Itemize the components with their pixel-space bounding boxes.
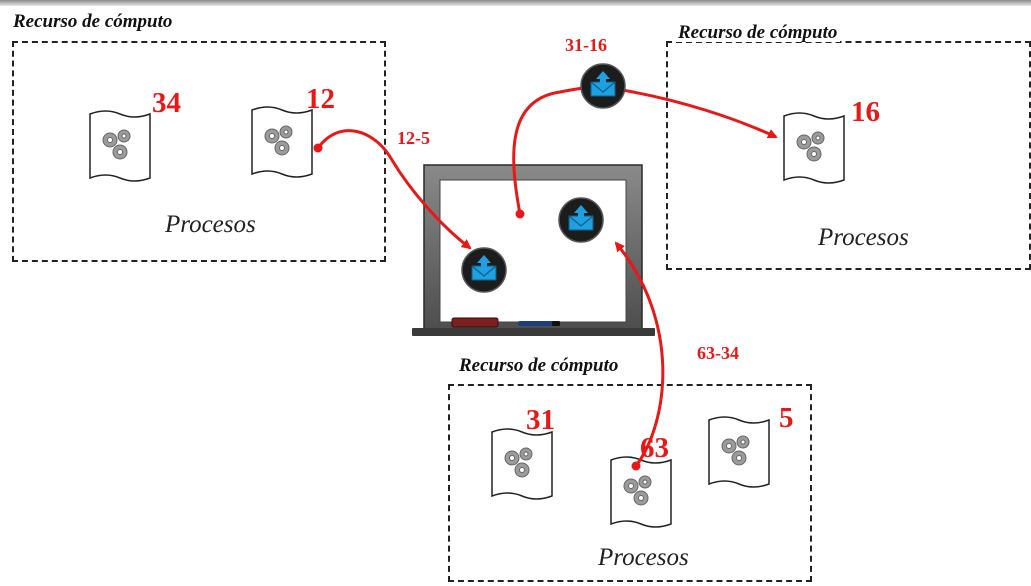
envelope-upload-icon <box>558 197 604 243</box>
process-id-34: 34 <box>152 87 181 119</box>
message-label-31-16: 31-16 <box>565 35 607 55</box>
gears-icon <box>623 475 652 506</box>
message-arrow-12-5 <box>313 129 472 250</box>
gears-icon <box>721 435 750 466</box>
whiteboard-icon <box>412 164 655 336</box>
process-id-31: 31 <box>526 404 555 436</box>
process-id-12: 12 <box>306 83 335 115</box>
gears-icon <box>264 125 293 156</box>
envelope-upload-icon <box>580 63 626 109</box>
processes-label-top-left: Procesos <box>165 211 256 238</box>
envelope-upload-icon <box>461 247 507 293</box>
resource-title-top-left: Recurso de cómputo <box>10 12 176 31</box>
process-icon-34 <box>89 110 151 182</box>
resource-box-top-right <box>666 41 1031 270</box>
message-label-12-5: 12-5 <box>397 128 430 148</box>
message-label-63-34: 63-34 <box>697 343 739 363</box>
message-arrow-31-16 <box>512 85 778 219</box>
resource-title-bottom: Recurso de cómputo <box>456 356 622 375</box>
process-id-16: 16 <box>851 96 880 128</box>
top-border <box>0 0 1031 6</box>
process-icon-31 <box>491 428 553 500</box>
process-id-5: 5 <box>779 402 794 434</box>
gears-icon <box>504 447 533 478</box>
process-icon-5 <box>708 416 770 488</box>
gears-icon <box>796 131 825 162</box>
process-icon-12 <box>251 106 313 178</box>
process-icon-63 <box>610 456 672 528</box>
message-arrow-63-34 <box>614 241 665 471</box>
resource-box-bottom <box>448 384 812 582</box>
process-icon-16 <box>783 112 845 184</box>
resource-title-top-right: Recurso de cómputo <box>675 23 841 42</box>
process-id-63: 63 <box>640 432 669 464</box>
gears-icon <box>102 129 131 160</box>
processes-label-top-right: Procesos <box>818 224 909 251</box>
processes-label-bottom: Procesos <box>598 544 689 571</box>
